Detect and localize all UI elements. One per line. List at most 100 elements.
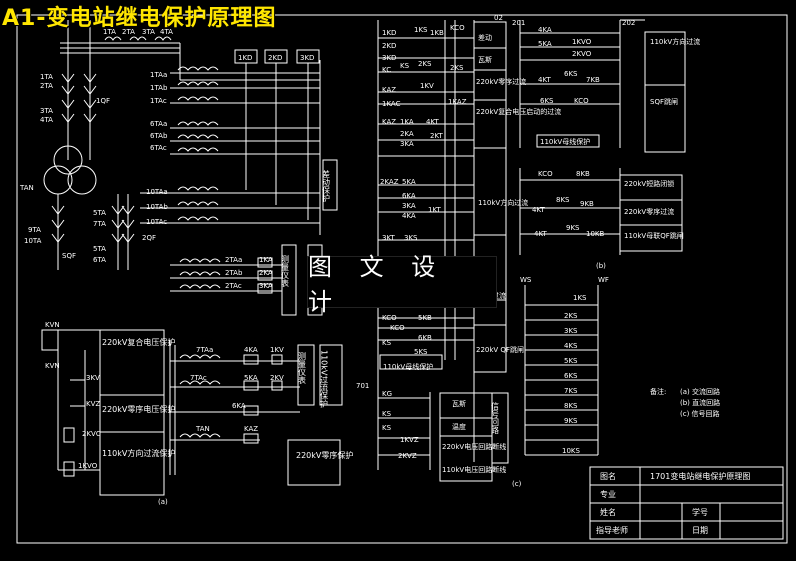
zero-seq-220kv-box [287, 439, 341, 486]
oc-ct-label: 2TAb [225, 269, 243, 277]
zero-seq-label: 220kV零序保护 [296, 450, 353, 460]
mid-contact: KCO [450, 24, 465, 32]
signal-bus-item: 10KS [562, 447, 580, 455]
mid-contact: 1KT [428, 206, 442, 214]
bottom-mid-contact: 2KVZ [398, 452, 417, 460]
mid-output-panel [473, 21, 507, 373]
left-ct-label: 2TA [40, 82, 53, 90]
mid-contact: 5KA [402, 178, 416, 186]
left-panel-label: 2KVC [82, 430, 101, 438]
left-ct-label: 9TA [28, 226, 41, 234]
mid-contact: 1KS [414, 26, 428, 34]
tb-label-id: 学号 [692, 507, 708, 517]
mid-contact: 2KAZ [380, 178, 399, 186]
left-panel-label: KVZ [86, 400, 100, 408]
right-mid-contact: 4KT [534, 230, 548, 238]
right-mid-contact: 8KB [576, 170, 590, 178]
mid-contact: 6KB [418, 334, 432, 342]
bottom-mid-contact: KG [382, 390, 392, 398]
right-top-box [644, 31, 686, 153]
left-panel-label: 3KV [86, 374, 100, 382]
right-top-contact: KCO [574, 97, 589, 105]
mid-contact: 4KA [402, 212, 416, 220]
left-ct-label: 1QF [96, 97, 110, 105]
mid-contact: 3KA [400, 140, 414, 148]
right-top-contact: 6KS [540, 97, 554, 105]
bus-label-left: 201 [512, 19, 525, 27]
legend-title: 备注: [650, 387, 666, 396]
mid-contact: 3KS [404, 234, 418, 242]
right-top-contact: 1KVO [572, 38, 592, 46]
tb-label-student: 姓名 [600, 507, 616, 517]
meter-box-1 [281, 244, 297, 316]
bottom-mid-box-label: 温度 [452, 422, 466, 431]
right-top-contact: 5KA [538, 40, 552, 48]
meter-label-2: 测量仪表 [298, 352, 307, 385]
mid-contact: 2KT [430, 132, 444, 140]
signal-bus-item: 7KS [564, 387, 578, 395]
oc-relay-label: 2KA [259, 269, 273, 277]
signal-bus-item: 2KS [564, 312, 578, 320]
zs-relay-label: KAZ [244, 425, 258, 433]
bottom-mid-note: (c) [512, 480, 522, 488]
left-ct-label: SQF [62, 252, 76, 260]
signal-bus-item: 9KS [564, 417, 578, 425]
mid-box-label: 110kV方向过流 [478, 198, 528, 207]
zs-ct-label: TAN [195, 425, 210, 433]
signal-bus-item: 6KS [564, 372, 578, 380]
ct-top-label-1: 1TA [103, 28, 116, 36]
signal-bus-item: 1KS [573, 294, 587, 302]
ct-top-label-2: 2TA [122, 28, 135, 36]
oc-relay-label: 3KA [259, 282, 273, 290]
signal-bus-item: 3KS [564, 327, 578, 335]
right-top-box-label: SQF跳闸 [650, 97, 678, 106]
ct-group-2-label: 6TAb [150, 132, 168, 140]
mid-box-label: 220kV QF跳闸 [476, 345, 524, 354]
left-panel-label: KVN [45, 321, 60, 329]
mid-num-top: 02 [494, 14, 503, 22]
mid-contact: KS [400, 62, 410, 70]
right-mid-box [619, 174, 683, 252]
watermark-banner: 图 文 设 计 [307, 253, 497, 316]
right-top-contact: 4KT [538, 76, 552, 84]
bottom-mid-contact: 1KVZ [400, 436, 419, 444]
signal-bus-item: 4KS [564, 342, 578, 350]
left-box-label-3: 110kV方向过流保护 [102, 448, 175, 458]
left-panel-label: 1KVO [78, 462, 98, 470]
signal-bus-item: 8KS [564, 402, 578, 410]
left-panel-note: (a) [158, 498, 168, 506]
mid-contact: KC [382, 66, 391, 74]
transformer-winding-3 [67, 165, 97, 195]
transformer-winding-1 [53, 145, 83, 175]
mid-contact: 2KD [382, 42, 396, 50]
right-mid-contact: 9KB [580, 200, 594, 208]
signal-circuit-label: 信号回路 [491, 401, 500, 434]
bottom-mid-num: 701 [356, 382, 369, 390]
meter-box-2 [297, 344, 315, 406]
right-top-contact: 2KVO [572, 50, 592, 58]
ct-group-2-label: 6TAc [150, 144, 167, 152]
signal-bus-rows [525, 304, 598, 456]
vg-kv-label: 1KV [270, 346, 284, 354]
oc-ct-label: 2TAc [225, 282, 242, 290]
oc-relay-label: 1KA [259, 256, 273, 264]
mid-contact: 1KB [430, 29, 444, 37]
ct-group-1-label: 1TAa [150, 71, 167, 79]
vg-ct-label: 7TAa [196, 346, 213, 354]
left-box-label-1: 220kV复合电压保护 [102, 337, 175, 347]
left-protection-panel [99, 329, 165, 496]
signal-bus-right: WF [598, 276, 609, 284]
bottom-mid-contact: KS [382, 424, 392, 432]
mid-box-label: 220kV复合电压启动的过流 [476, 107, 561, 116]
ct-group-1-label: 1TAc [150, 97, 167, 105]
ct-group-3-label: 10TAb [146, 203, 168, 211]
bottom-mid-box-label: 220kV电压回路断线 [442, 442, 506, 451]
right-mid-contact: 8KS [556, 196, 570, 204]
mid-contact: KS [382, 339, 392, 347]
right-top-contact: 7KB [586, 76, 600, 84]
right-mid-contact: 10KB [586, 230, 604, 238]
right-mid-contact: 4KT [532, 206, 546, 214]
left-ct-label: 4TA [40, 116, 53, 124]
vg-ct-label: 7TAc [190, 374, 207, 382]
